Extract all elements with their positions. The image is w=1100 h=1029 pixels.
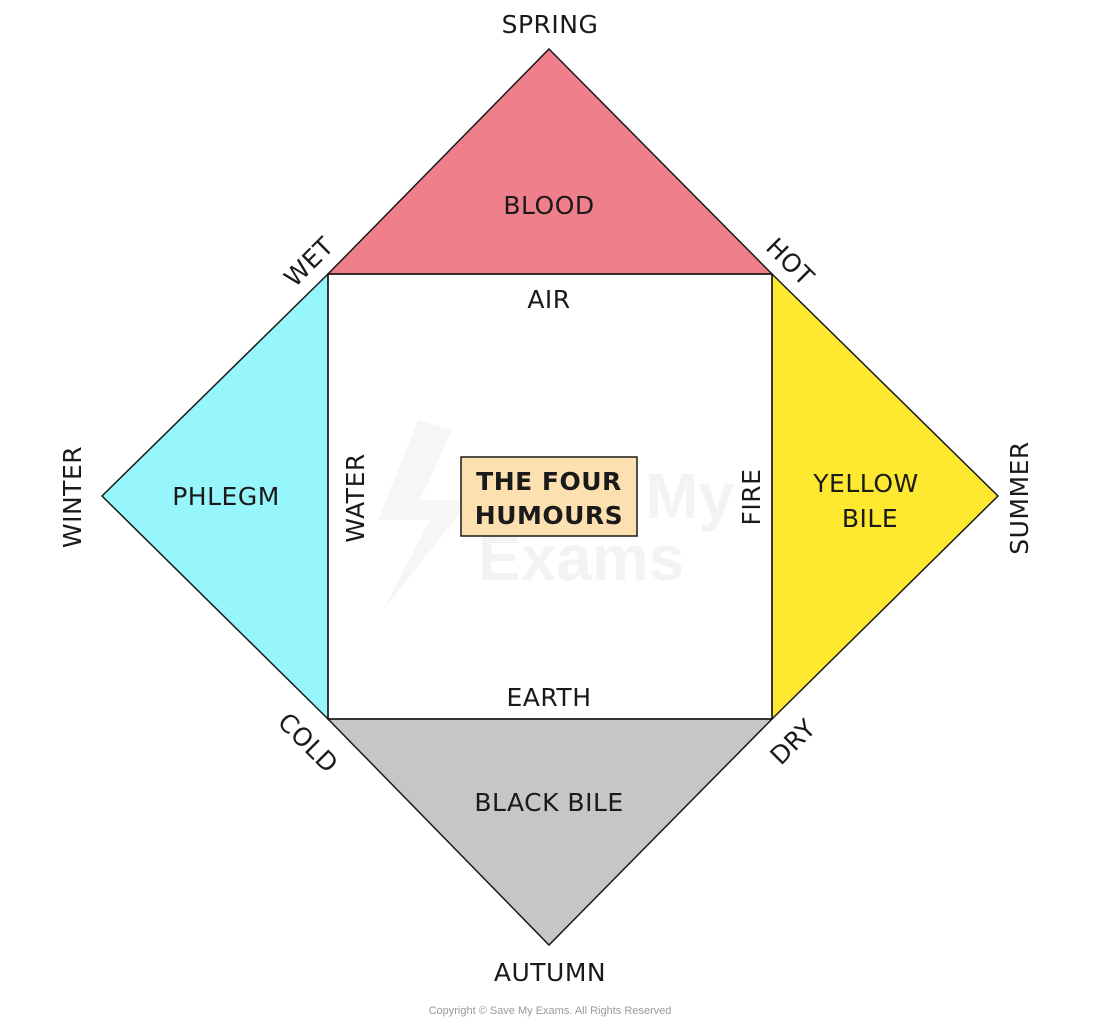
element-fire-label: FIRE bbox=[737, 469, 766, 526]
black-bile-triangle bbox=[326, 718, 774, 947]
humour-yellow-bile-label-line-2: BILE bbox=[842, 504, 898, 533]
blood-triangle bbox=[326, 47, 774, 275]
humour-black-bile-label: BLACK BILE bbox=[474, 788, 623, 817]
element-air-label: AIR bbox=[527, 285, 570, 314]
quality-wet-label: WET bbox=[278, 231, 339, 292]
quality-hot-label: HOT bbox=[760, 232, 820, 292]
elements-square bbox=[327, 273, 773, 720]
humour-phlegm-label: PHLEGM bbox=[172, 482, 280, 511]
title-box bbox=[460, 456, 638, 537]
season-summer-label: SUMMER bbox=[1005, 441, 1034, 554]
watermark-bolt-icon bbox=[378, 420, 470, 612]
season-winter-label: WINTER bbox=[58, 446, 87, 548]
element-water-label: WATER bbox=[341, 453, 370, 542]
quality-dry-label: DRY bbox=[764, 713, 821, 770]
title-line-2: HUMOURS bbox=[475, 501, 623, 530]
season-autumn-label: AUTUMN bbox=[494, 958, 606, 987]
title-line-1: THE FOUR bbox=[476, 467, 622, 496]
copyright-notice: Copyright © Save My Exams. All Rights Re… bbox=[429, 1005, 672, 1017]
humour-yellow-bile-label-line-1: YELLOW bbox=[812, 469, 918, 498]
element-earth-label: EARTH bbox=[506, 683, 591, 712]
season-spring-label: SPRING bbox=[502, 10, 599, 39]
humour-blood-label: BLOOD bbox=[503, 191, 594, 220]
quality-cold-label: COLD bbox=[272, 707, 344, 779]
